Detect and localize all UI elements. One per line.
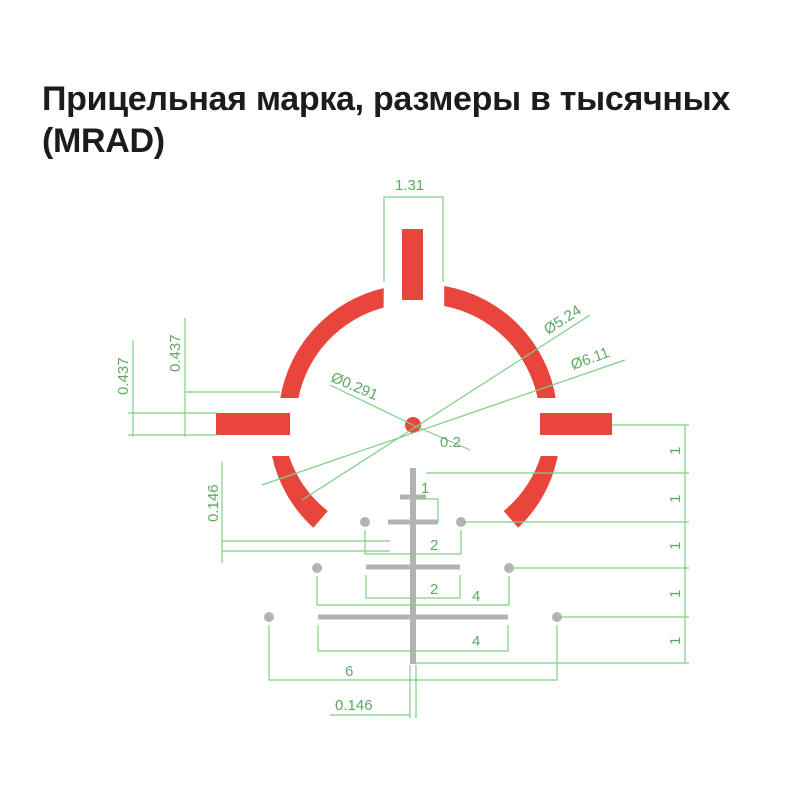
dimension-labels: 1.31 0.437 0.437 Ø5.24 Ø6.11 Ø0.291 0.2 … [115, 177, 684, 714]
hash-dot-left-3 [264, 612, 274, 622]
label-v-one-c: 1 [667, 542, 684, 550]
ring-segment-top-right [444, 286, 556, 398]
reticle-ring [272, 286, 558, 528]
ring-segment-bottom-right [503, 456, 558, 528]
dimension-lines [128, 196, 689, 718]
title-line-2: (MRAD) [42, 122, 165, 160]
label-stroke-width: 0.146 [205, 484, 222, 522]
reticle-bar-right [540, 413, 612, 435]
dim-h-four-a [316, 576, 510, 606]
label-v-one-d: 1 [667, 590, 684, 598]
label-v-one-b: 1 [667, 495, 684, 503]
dim-h-two-b [365, 575, 461, 599]
leader-center-dot [329, 384, 414, 426]
dim-h-two-a [364, 530, 462, 555]
leader-outer-diameter [261, 359, 626, 486]
label-v-one-a: 1 [667, 447, 684, 455]
label-h-two-b: 2 [430, 581, 438, 598]
leader-center-offset [412, 424, 471, 451]
dim-h-six [268, 625, 558, 681]
label-h-one: 1 [421, 480, 429, 497]
label-h-four-b: 4 [472, 633, 480, 650]
label-center-dot: Ø0.291 [328, 369, 380, 404]
dim-h-four-b [317, 625, 509, 652]
label-bottom-width: 0.146 [335, 697, 373, 714]
label-left-outer: 0.437 [115, 357, 132, 395]
label-left-inner: 0.437 [167, 334, 184, 372]
ring-segment-top-left [280, 288, 384, 398]
leader-inner-diameter [301, 314, 591, 501]
title-line-1: Прицельная марка, размеры в тысячных [42, 80, 731, 118]
label-h-two-a: 2 [430, 537, 438, 554]
label-v-one-e: 1 [667, 637, 684, 645]
ring-segment-bottom-left [272, 456, 328, 528]
hash-dot-left-1 [360, 517, 370, 527]
holdover-hash-marks [264, 468, 562, 664]
hash-dot-left-2 [312, 563, 322, 573]
label-center-offset: 0.2 [440, 434, 461, 451]
label-outer-diameter: Ø6.11 [569, 344, 612, 374]
dim-h-one [413, 498, 439, 522]
reticle-bar-top [402, 229, 423, 300]
label-h-four-a: 4 [472, 588, 480, 605]
label-top-width: 1.31 [395, 177, 424, 194]
label-h-six: 6 [345, 663, 353, 680]
reticle-bar-left [216, 413, 290, 435]
page-title: Прицельная марка, размеры в тысячных (MR… [42, 78, 782, 162]
dim-top-width [383, 196, 444, 282]
